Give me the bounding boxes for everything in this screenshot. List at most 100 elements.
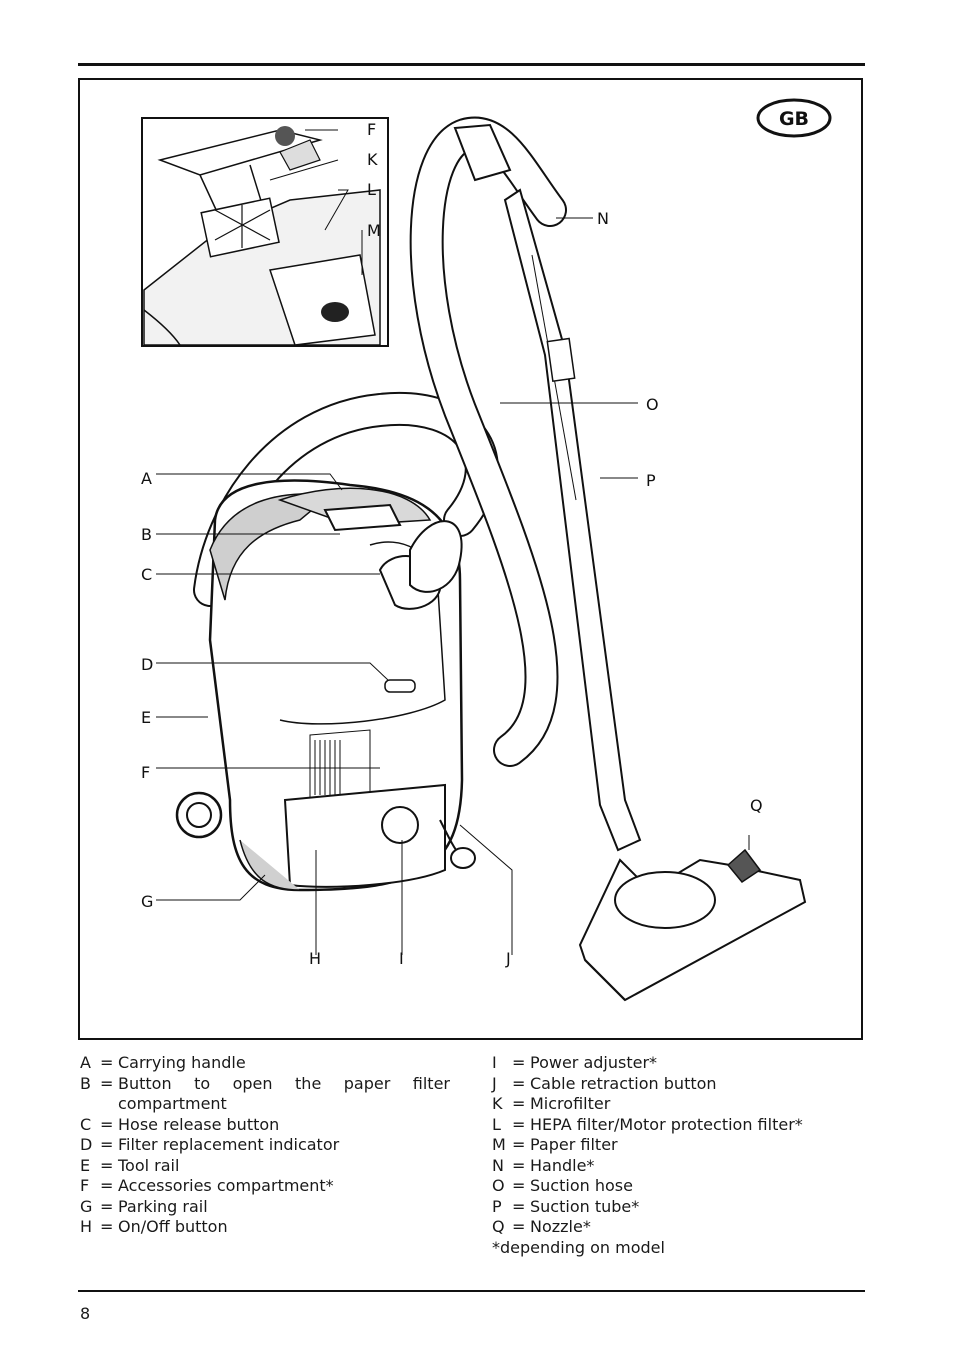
- legend-item: J = Cable retraction button: [492, 1074, 864, 1095]
- legend-text: Microfilter: [530, 1094, 611, 1113]
- legend-key: N: [492, 1155, 504, 1175]
- legend-item: F = Accessories compartment*: [80, 1176, 450, 1197]
- callout-d: D: [141, 655, 153, 674]
- legend-item: B = Button to open the paper filter: [80, 1074, 450, 1095]
- legend-text: Button to open the paper filter: [118, 1073, 450, 1093]
- legend-eq: =: [100, 1217, 114, 1236]
- legend-text: Accessories compartment*: [118, 1176, 334, 1195]
- vacuum-illustration: GB: [141, 98, 832, 1002]
- gb-badge-text: GB: [779, 108, 809, 130]
- callout-inset-f: F: [367, 120, 376, 139]
- footnote: *depending on model: [492, 1237, 665, 1257]
- legend-text: Suction hose: [530, 1176, 633, 1195]
- legend-text: Handle*: [530, 1155, 595, 1175]
- legend-left-column: A = Carrying handle B = Button to open t…: [80, 1053, 450, 1238]
- callout-g: G: [141, 892, 153, 911]
- legend-text: Filter replacement indicator: [118, 1135, 340, 1154]
- legend-item: K = Microfilter: [492, 1094, 864, 1115]
- legend-text: Carrying handle: [118, 1053, 246, 1072]
- suction-tube: [503, 188, 642, 852]
- callout-e: E: [141, 708, 151, 727]
- legend-key: J: [492, 1073, 497, 1093]
- legend-text: On/Off button: [118, 1217, 228, 1236]
- legend-item: O = Suction hose: [492, 1176, 864, 1197]
- suction-hose: [193, 116, 567, 767]
- legend-item: M = Paper filter: [492, 1135, 864, 1156]
- callout-j: J: [505, 949, 511, 968]
- legend-key: P: [492, 1196, 502, 1216]
- legend-text: Tool rail: [118, 1155, 180, 1175]
- legend-eq: =: [512, 1073, 526, 1093]
- legend-eq: =: [100, 1114, 114, 1134]
- legend-eq: =: [512, 1155, 526, 1175]
- legend-item: I = Power adjuster*: [492, 1053, 864, 1074]
- legend-eq: =: [512, 1094, 526, 1113]
- legend-text: Cable retraction button: [530, 1073, 717, 1093]
- legend-eq: =: [100, 1176, 114, 1195]
- legend-text: Nozzle*: [530, 1217, 591, 1236]
- legend-item: H = On/Off button: [80, 1217, 450, 1238]
- legend-text-continuation: compartment: [118, 1094, 227, 1113]
- legend-eq: =: [512, 1114, 526, 1134]
- legend-item: Q = Nozzle*: [492, 1217, 864, 1238]
- bottom-rule: [78, 1290, 865, 1292]
- callout-n: N: [597, 209, 609, 228]
- legend-key: G: [80, 1196, 93, 1216]
- legend-eq: =: [512, 1135, 526, 1154]
- legend-key: I: [492, 1053, 497, 1072]
- legend-key: D: [80, 1135, 93, 1154]
- callout-p: P: [646, 471, 656, 490]
- legend-eq: =: [100, 1053, 114, 1072]
- legend-item: E = Tool rail: [80, 1156, 450, 1177]
- legend-item: A = Carrying handle: [80, 1053, 450, 1074]
- legend-text: HEPA filter/Motor protection filter*: [530, 1114, 803, 1134]
- callout-c: C: [141, 565, 152, 584]
- legend-eq: =: [512, 1217, 526, 1236]
- callout-a: A: [141, 469, 152, 488]
- callout-h: H: [309, 949, 321, 968]
- callout-o: O: [646, 395, 659, 414]
- legend-item: D = Filter replacement indicator: [80, 1135, 450, 1156]
- filter-compartment-inset: [141, 117, 389, 347]
- callout-f: F: [141, 763, 150, 782]
- legend-eq: =: [512, 1176, 526, 1195]
- legend-key: B: [80, 1073, 91, 1093]
- legend-text: Suction tube*: [530, 1196, 640, 1216]
- legend-eq: =: [100, 1196, 114, 1216]
- nozzle: [578, 848, 807, 1002]
- legend-key: O: [492, 1176, 505, 1195]
- legend-key: M: [492, 1135, 506, 1154]
- callout-b: B: [141, 525, 152, 544]
- callout-labels: F K L M A B C D E F G H I J N O P Q: [141, 120, 763, 968]
- callout-inset-l: L: [367, 180, 376, 199]
- legend-item: C = Hose release button: [80, 1115, 450, 1136]
- callout-lines: [156, 217, 750, 955]
- callout-q: Q: [750, 796, 763, 815]
- legend-key: A: [80, 1053, 91, 1072]
- vacuum-cleaner-figure: GB: [78, 78, 863, 1040]
- top-rule: [78, 63, 865, 66]
- callout-inset-m: M: [367, 221, 381, 240]
- legend-text: Power adjuster*: [530, 1053, 658, 1072]
- legend-key: C: [80, 1114, 92, 1134]
- callout-i: I: [399, 949, 404, 968]
- gb-badge: GB: [756, 98, 832, 138]
- page-number: 8: [80, 1304, 91, 1323]
- legend-key: H: [80, 1217, 93, 1236]
- legend-key: Q: [492, 1217, 505, 1236]
- legend-item: N = Handle*: [492, 1156, 864, 1177]
- legend-text: Parking rail: [118, 1196, 208, 1216]
- legend-eq: =: [100, 1155, 114, 1175]
- legend-eq: =: [512, 1196, 526, 1216]
- legend-eq: =: [512, 1053, 526, 1072]
- legend-text: Hose release button: [118, 1114, 280, 1134]
- vacuum-body: [175, 479, 476, 892]
- legend-text: Paper filter: [530, 1135, 618, 1154]
- legend-key: E: [80, 1155, 91, 1175]
- legend-item: P = Suction tube*: [492, 1197, 864, 1218]
- legend-key: L: [492, 1114, 501, 1134]
- legend-eq: =: [100, 1135, 114, 1154]
- legend-eq: =: [100, 1073, 114, 1093]
- legend-right-column: I = Power adjuster* J = Cable retraction…: [492, 1053, 864, 1258]
- legend-item: G = Parking rail: [80, 1197, 450, 1218]
